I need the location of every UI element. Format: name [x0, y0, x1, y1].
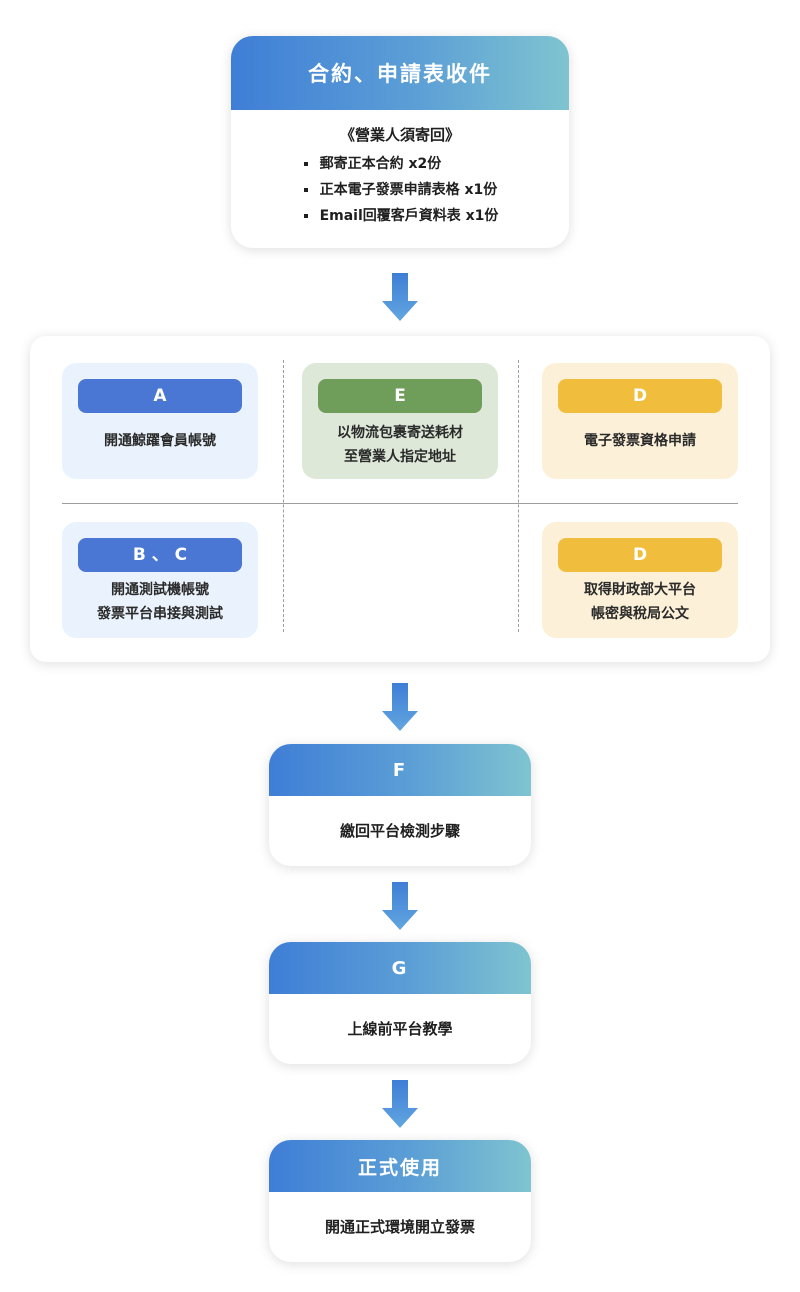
task-text: 以物流包裹寄送耗材 至營業人指定地址 — [302, 421, 498, 469]
final-text: 開通正式環境開立發票 — [324, 1218, 475, 1236]
task-text: 開通鯨躍會員帳號 — [62, 429, 258, 453]
step-g-header: G — [269, 942, 531, 994]
task-line: 至營業人指定地址 — [344, 449, 456, 465]
step-f-text: 繳回平台檢測步驟 — [339, 822, 460, 840]
task-tag: A — [78, 379, 242, 413]
step-f-body: 繳回平台檢測步驟 — [269, 796, 531, 866]
task-box-a: A 開通鯨躍會員帳號 — [62, 363, 258, 479]
task-tag: E — [318, 379, 482, 413]
row-divider — [62, 503, 738, 504]
final-title: 正式使用 — [357, 1156, 442, 1179]
column-divider — [518, 360, 519, 632]
task-tag: D — [558, 379, 722, 413]
task-box-e: E 以物流包裹寄送耗材 至營業人指定地址 — [302, 363, 498, 479]
top-card: 合約、申請表收件 《營業人須寄回》 郵寄正本合約 x2份 正本電子發票申請表格 … — [231, 36, 569, 248]
task-box-d1: D 電子發票資格申請 — [542, 363, 738, 479]
task-tag: D — [558, 538, 722, 572]
task-line: 開通鯨躍會員帳號 — [104, 433, 216, 449]
arrow-down-icon — [382, 882, 418, 930]
task-text: 取得財政部大平台 帳密與稅局公文 — [542, 578, 738, 626]
task-line: 發票平台串接與測試 — [97, 606, 223, 622]
top-card-header: 合約、申請表收件 — [231, 36, 569, 110]
task-box-d2: D 取得財政部大平台 帳密與稅局公文 — [542, 522, 738, 638]
step-f-header: F — [269, 744, 531, 796]
top-card-title: 合約、申請表收件 — [308, 62, 492, 86]
top-card-body: 《營業人須寄回》 郵寄正本合約 x2份 正本電子發票申請表格 x1份 Email… — [231, 110, 569, 229]
column-divider — [283, 360, 284, 632]
top-card-subtitle: 《營業人須寄回》 — [339, 126, 460, 144]
task-line: 取得財政部大平台 — [584, 582, 696, 598]
step-g-text: 上線前平台教學 — [347, 1020, 453, 1038]
step-f-card: F 繳回平台檢測步驟 — [269, 744, 531, 866]
task-box-bc: B 、 C 開通測試機帳號 發票平台串接與測試 — [62, 522, 258, 638]
list-item: 正本電子發票申請表格 x1份 — [302, 177, 499, 203]
top-card-list: 郵寄正本合約 x2份 正本電子發票申請表格 x1份 Email回覆客戶資料表 x… — [302, 151, 499, 229]
list-item: 郵寄正本合約 x2份 — [302, 151, 499, 177]
step-g-body: 上線前平台教學 — [269, 994, 531, 1064]
task-tag: B 、 C — [78, 538, 242, 572]
task-text: 開通測試機帳號 發票平台串接與測試 — [62, 578, 258, 626]
final-header: 正式使用 — [269, 1140, 531, 1192]
final-card: 正式使用 開通正式環境開立發票 — [269, 1140, 531, 1262]
step-f-title: F — [392, 759, 408, 781]
task-line: 帳密與稅局公文 — [591, 606, 689, 622]
task-line: 開通測試機帳號 — [111, 582, 209, 598]
arrow-down-icon — [382, 273, 418, 321]
arrow-down-icon — [382, 1080, 418, 1128]
task-text: 電子發票資格申請 — [542, 429, 738, 453]
task-line: 以物流包裹寄送耗材 — [337, 425, 463, 441]
list-item: Email回覆客戶資料表 x1份 — [302, 203, 498, 229]
final-body: 開通正式環境開立發票 — [269, 1192, 531, 1262]
step-g-title: G — [391, 957, 409, 979]
step-g-card: G 上線前平台教學 — [269, 942, 531, 1064]
task-line: 電子發票資格申請 — [584, 433, 696, 449]
arrow-down-icon — [382, 683, 418, 731]
